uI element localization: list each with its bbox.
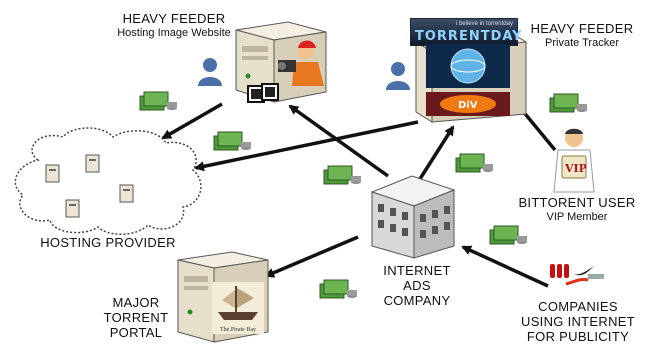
- vip-member-icon: VIP: [553, 128, 595, 193]
- money-stack-icon: [319, 279, 357, 299]
- money-stack-icon: [455, 153, 493, 173]
- arrow-ads-to-portal: [264, 235, 359, 278]
- left-feeder-title: HEAVY FEEDER: [122, 11, 226, 26]
- ads-company-line2: ADS: [403, 277, 431, 293]
- pirate-bay-logo-text: The Pirate Bay: [220, 327, 256, 333]
- ads-company-line3: COMPANY: [383, 292, 451, 308]
- pirate-bay-logo: The Pirate Bay: [212, 282, 264, 334]
- divx-logo-icon: DiV: [458, 100, 478, 111]
- right-feeder-label: HEAVY FEEDER Private Tracker: [522, 21, 642, 50]
- pirate-ship-icon: [218, 286, 258, 320]
- money-stack-icon: [139, 91, 177, 111]
- arrow-right-feeder-to-hosting: [194, 120, 419, 172]
- photographer-icon: [278, 40, 324, 86]
- right-feeder-subtitle: Private Tracker: [545, 36, 619, 49]
- arrow-ads-to-right-feeder: [416, 125, 455, 183]
- major-portal-line2: TORRENT: [103, 309, 169, 325]
- ads-company-building: [370, 175, 456, 259]
- arrow-left-feeder-to-hosting: [161, 102, 223, 140]
- company-logos: [548, 262, 606, 288]
- major-portal-line1: MAJOR: [112, 295, 160, 310]
- right-feeder-title: HEAVY FEEDER: [530, 21, 634, 36]
- hosting-provider-label: HOSTING PROVIDER: [40, 235, 176, 250]
- bittorrent-user-subtitle: VIP Member: [546, 210, 608, 223]
- money-stack-icon: [213, 131, 251, 151]
- tracker-globe-icon: DiV: [426, 44, 510, 116]
- major-portal-line3: PORTAL: [109, 324, 163, 340]
- bittorrent-user-title: BITTORENT USER: [518, 195, 636, 210]
- major-portal-label: MAJOR TORRENT PORTAL: [100, 295, 172, 341]
- torrentday-tagline: i believe in torrentday: [455, 21, 513, 27]
- companies-line1: COMPANIES: [538, 299, 618, 314]
- left-feeder-subtitle: Hosting Image Website: [117, 26, 231, 39]
- vip-badge-text: VIP: [564, 162, 587, 175]
- companies-line3: FOR PUBLICITY: [526, 328, 630, 344]
- companies-line2: USING INTERNET: [521, 313, 635, 329]
- hosting-server-icon: [119, 184, 134, 203]
- ads-company-label: INTERNET ADS COMPANY: [372, 263, 462, 309]
- companies-label: COMPANIES USING INTERNET FOR PUBLICITY: [508, 299, 648, 345]
- arrow-companies-to-ads: [461, 245, 549, 288]
- money-stack-icon: [489, 225, 527, 245]
- hosting-server-icon: [65, 199, 80, 218]
- money-stack-icon: [549, 93, 587, 113]
- left-feeder-label: HEAVY FEEDER Hosting Image Website: [94, 11, 254, 40]
- photo-prints-icon: [247, 83, 279, 103]
- user-icon: [198, 58, 222, 86]
- arrow-ads-to-left-feeder: [288, 104, 390, 178]
- ads-company-line1: INTERNET: [383, 263, 451, 278]
- brand-logos-icon: [550, 264, 604, 286]
- bittorrent-user-label: BITTORENT USER VIP Member: [512, 195, 642, 224]
- money-stack-icon: [323, 165, 361, 185]
- hosting-server-icon: [85, 154, 100, 173]
- torrentday-name: TORRENTDAY: [415, 29, 523, 44]
- user-icon: [386, 62, 410, 90]
- hosting-server-icon: [45, 164, 60, 183]
- hosting-provider-cloud: [14, 127, 202, 235]
- torrentday-banner: i believe in torrentday TORRENTDAY: [410, 18, 522, 46]
